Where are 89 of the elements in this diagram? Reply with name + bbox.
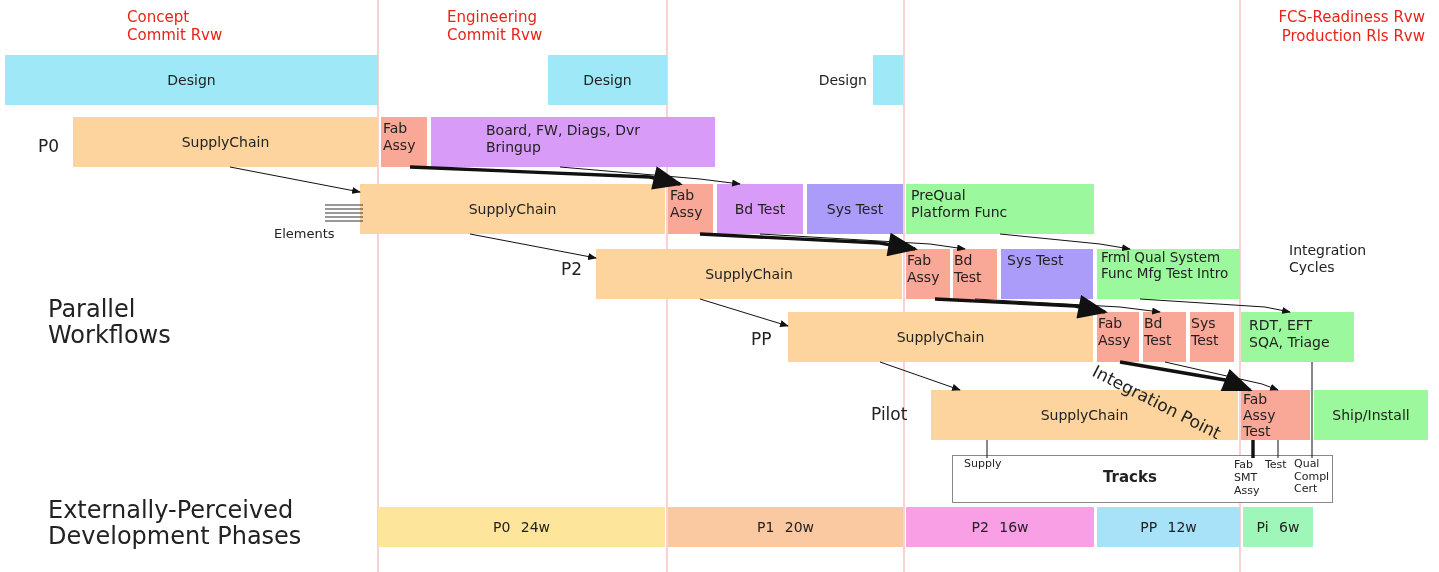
task-bar: [717, 184, 803, 234]
milestone-label: FCS-Readiness Rvw: [1278, 8, 1425, 26]
arrow: [699, 298, 789, 328]
bar-label: Fab Assy: [907, 252, 941, 286]
connector-line: [1251, 440, 1255, 458]
arrow: [1164, 361, 1279, 391]
bar-label: SupplyChain: [181, 133, 270, 151]
bar-label: Sys Test: [826, 200, 884, 218]
icon-caption: Elements: [274, 226, 335, 242]
phase-label: P2 16w: [971, 518, 1029, 536]
row-label: P2: [561, 259, 583, 280]
arrow: [934, 295, 1108, 319]
bar-label: Frml Qual System Func Mfg Test Intro: [1101, 250, 1230, 282]
bar-label: Fab Assy: [1098, 315, 1132, 349]
task-bar: [906, 184, 1094, 234]
task-bar: [431, 117, 715, 167]
row-label: Pilot: [871, 404, 908, 425]
panel-title: Tracks: [1103, 468, 1157, 486]
arrow: [974, 298, 1161, 315]
bar-label: Ship/Install: [1332, 406, 1410, 424]
arrow: [1139, 298, 1291, 314]
bar-label: Fab Assy Test: [1243, 391, 1277, 440]
connector-line: [986, 439, 988, 459]
bar-label: Design: [818, 72, 867, 89]
bar-label: Design: [167, 71, 216, 89]
note-label: Integration Cycles: [1289, 242, 1368, 276]
task-bar: [1241, 390, 1310, 440]
phase-bar: [1097, 507, 1240, 547]
arrow: [409, 165, 683, 190]
section-heading: Parallel Workflows: [48, 296, 172, 349]
phase-bar: [906, 507, 1094, 547]
task-bar: [1143, 312, 1186, 362]
design-bar: [548, 55, 667, 105]
task-bar: [1001, 249, 1093, 299]
arrow: [1119, 360, 1253, 392]
phase-bar: [378, 507, 665, 547]
phase-label: P0 24w: [492, 518, 551, 536]
row-label: P0: [38, 136, 60, 157]
task-bar: [73, 117, 378, 167]
bar-label: Bd Test: [734, 200, 786, 218]
phase-bar: [668, 507, 903, 547]
bar-label: Fab Assy: [383, 120, 417, 154]
tracks-panel: [952, 455, 1333, 503]
arrow: [999, 233, 1131, 252]
bar-label: Fab Assy: [670, 187, 704, 221]
task-bar: [953, 249, 997, 299]
bar-label: PreQual Platform Func: [911, 187, 1009, 221]
phase-label: PP 12w: [1140, 518, 1197, 536]
arrow: [559, 166, 741, 187]
task-bar: [1190, 312, 1234, 362]
task-bar: [381, 117, 427, 167]
connector-line: [1277, 439, 1279, 459]
arrow: [229, 166, 361, 194]
task-bar: [1097, 312, 1139, 362]
arrow: [469, 233, 597, 260]
connector-line: [1311, 361, 1313, 459]
bar-label: Board, FW, Diags, Dvr Bringup: [486, 122, 641, 156]
milestone-label: Concept Commit Rvw: [127, 8, 224, 44]
milestone-label: Engineering Commit Rvw: [447, 8, 544, 44]
bar-label: Sys Test: [1007, 252, 1064, 269]
row-label: PP: [751, 329, 772, 350]
bar-label: SupplyChain: [896, 328, 985, 346]
bar-label: Bd Test: [1144, 315, 1173, 349]
phase-bar: [1243, 507, 1313, 547]
section-heading: Externally-Perceived Development Phases: [48, 497, 303, 550]
task-bar: [788, 312, 1093, 362]
task-bar: [668, 184, 713, 234]
arrow: [759, 233, 966, 252]
phase-label: P1 20w: [756, 518, 815, 536]
bar-label: SupplyChain: [468, 200, 557, 218]
track-label: Qual Compl Cert: [1294, 458, 1330, 496]
task-bar: [1097, 249, 1240, 299]
bar-label: RDT, EFT SQA, Triage: [1249, 317, 1331, 351]
task-bar: [1314, 390, 1428, 440]
task-bar: [360, 184, 665, 234]
arrow: [699, 232, 918, 257]
arrow: [879, 361, 961, 391]
task-bar: [1241, 312, 1354, 362]
bar-label: SupplyChain: [705, 265, 793, 283]
bar-label: Bd Test: [954, 252, 983, 286]
track-label: Fab SMT Assy: [1234, 458, 1261, 498]
milestone-label: Production Rls Rvw: [1281, 27, 1425, 45]
design-bar: [5, 55, 378, 105]
task-bar: [906, 249, 950, 299]
task-bar: [596, 249, 902, 299]
bar-label: Sys Test: [1191, 315, 1220, 349]
task-bar: [807, 184, 903, 234]
bar-label: Design: [583, 71, 632, 89]
phase-label: Pi 6w: [1256, 518, 1300, 536]
